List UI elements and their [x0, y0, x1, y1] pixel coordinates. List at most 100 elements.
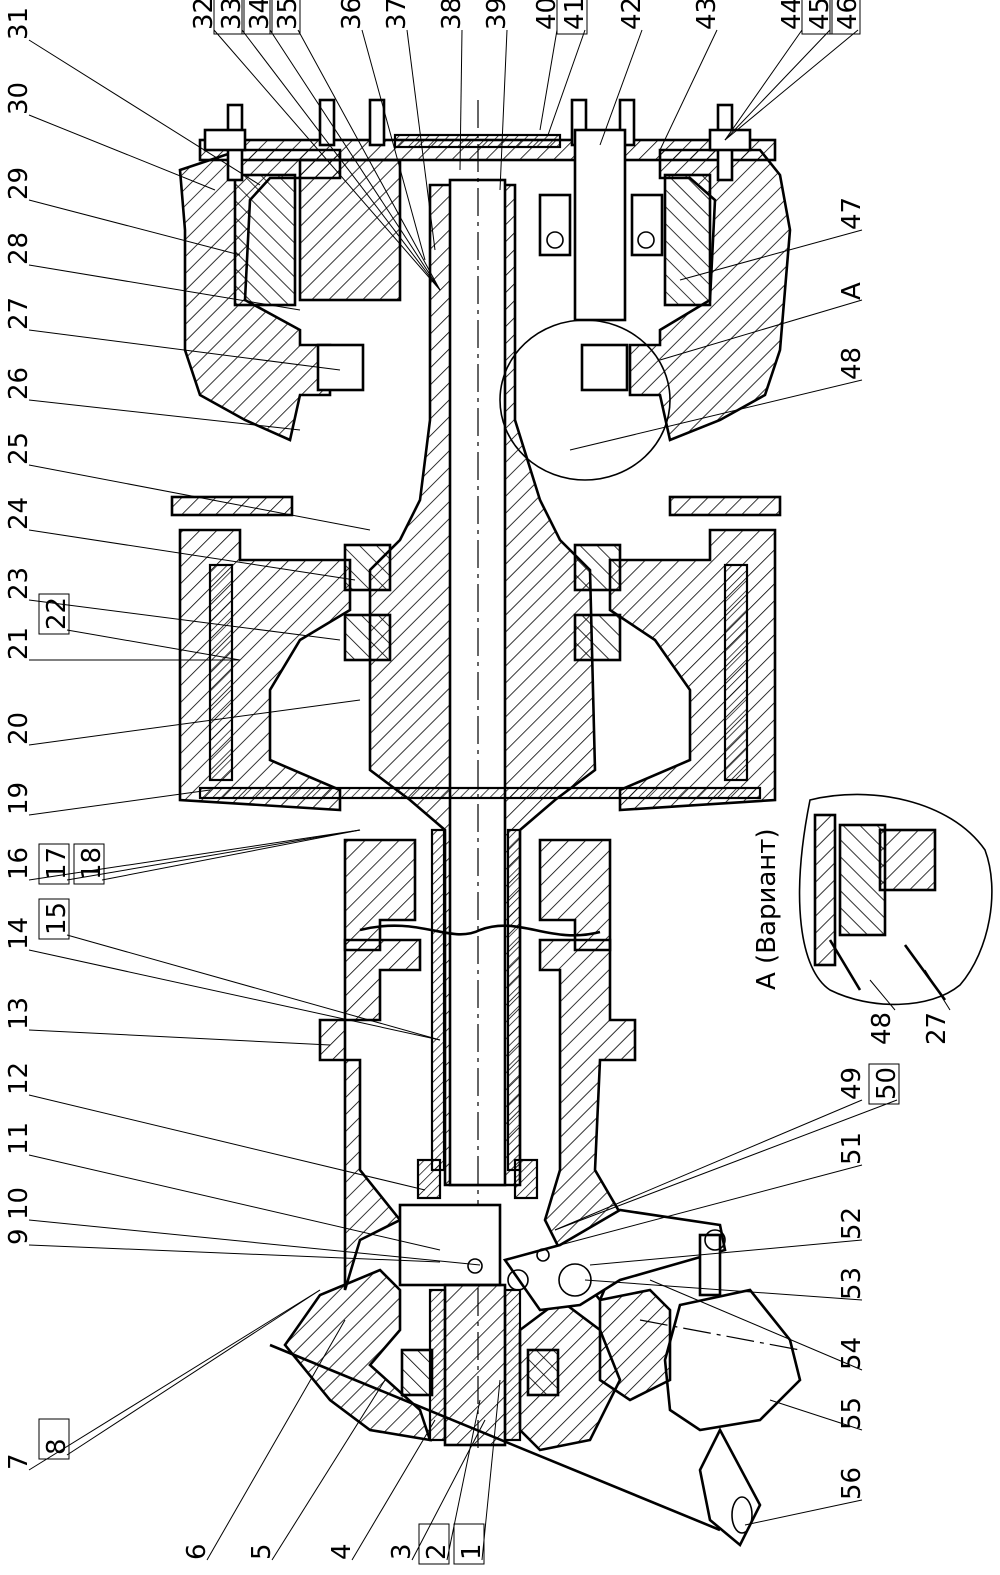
callout-label-54: 54	[837, 1337, 867, 1370]
callout-51: 51	[559, 1132, 867, 1246]
callout-19: 19	[4, 782, 211, 816]
section-edge	[269, 1343, 721, 1532]
callout-label-1: 1	[457, 1543, 487, 1560]
leader-line-18	[101, 829, 361, 881]
callout-43: 43	[659, 0, 722, 151]
callout-box-8	[38, 1418, 70, 1460]
leader-line-42	[599, 29, 643, 146]
leader-line-25	[28, 464, 371, 531]
callout-label-4: 4	[327, 1543, 357, 1560]
callout-label-18: 18	[77, 847, 107, 880]
leader-line-32	[213, 29, 441, 291]
seal-left	[416, 1158, 442, 1200]
callout-label-53: 53	[837, 1267, 867, 1300]
callout-23: 23	[4, 567, 341, 641]
leader-line-39	[499, 29, 508, 191]
callout-27: 27	[4, 297, 341, 371]
callout-label-26: 26	[4, 367, 34, 400]
callout-label-A: A	[837, 282, 867, 300]
callout-label-46: 46	[833, 0, 863, 30]
callout-box-45	[801, 0, 833, 35]
callout-label-14: 14	[4, 917, 34, 950]
leader-line-50	[554, 1099, 898, 1231]
callout-53: 53	[584, 1267, 867, 1301]
leader-line-14	[28, 949, 441, 1041]
leader-line-2	[446, 1399, 481, 1561]
flange-right	[668, 495, 782, 517]
callout-1: 1	[453, 1379, 501, 1565]
callout-box-2	[418, 1523, 450, 1565]
leader-line-41	[547, 29, 586, 136]
leader-line-5	[271, 1379, 386, 1561]
lower-housing	[283, 1268, 432, 1442]
callout-7: 7	[4, 1289, 321, 1471]
leader-line-48	[569, 379, 863, 451]
leader-line-12	[28, 1094, 426, 1191]
callout-8: 8	[38, 1289, 321, 1460]
callout-label-30: 30	[4, 82, 34, 115]
callout-36: 36	[337, 0, 426, 261]
callout-14: 14	[4, 917, 441, 1041]
clevis	[698, 1427, 762, 1548]
callout-3: 3	[387, 1419, 486, 1561]
lever	[502, 1208, 727, 1312]
callout-box-35	[269, 0, 301, 35]
lower-hub	[398, 1203, 502, 1287]
callout-label-41: 41	[560, 0, 590, 30]
friction-lining-left	[208, 563, 234, 782]
callout-label-49: 49	[837, 1067, 867, 1100]
callout-label-48: 48	[837, 347, 867, 380]
callout-label-52: 52	[837, 1207, 867, 1240]
seal-right	[513, 1158, 539, 1200]
callout-label-16: 16	[4, 847, 34, 880]
callout-label-39: 39	[482, 0, 512, 30]
callout-56: 56	[744, 1467, 867, 1526]
callout-54: 54	[649, 1279, 867, 1371]
leader-line-13	[28, 1029, 331, 1046]
bracket	[598, 1288, 672, 1402]
callout-55: 55	[769, 1397, 867, 1431]
callout-label-43: 43	[692, 0, 722, 30]
leader-line-19	[28, 789, 211, 816]
leader-line-56	[744, 1499, 863, 1526]
gear-shaft	[573, 128, 627, 322]
callout-label-24: 24	[4, 497, 34, 530]
hub-housing	[178, 528, 352, 812]
callout-24: 24	[4, 497, 356, 581]
callout-41: 41	[547, 0, 590, 136]
callout-label-6: 6	[182, 1543, 212, 1560]
sleeve-right	[506, 828, 522, 1172]
callout-label-31: 31	[4, 7, 34, 40]
callout-label-56: 56	[837, 1467, 867, 1500]
cover-flange-left	[233, 173, 297, 307]
leader-line-8	[66, 1289, 321, 1456]
leader-line-27	[28, 329, 341, 371]
callout-label-7: 7	[4, 1453, 34, 1470]
leader-line-40	[539, 29, 558, 131]
callout-25: 25	[4, 432, 371, 531]
leader-line-4	[351, 1419, 436, 1561]
detail-a: A (Вариант) 48 27	[752, 793, 993, 1045]
leader-line-49	[554, 1099, 863, 1231]
callout-39: 39	[482, 0, 512, 191]
callout-label-47: 47	[837, 197, 867, 230]
callout-47: 47	[679, 197, 867, 281]
callout-26: 26	[4, 367, 301, 431]
callout-label-5: 5	[247, 1543, 277, 1560]
leader-line-1	[481, 1379, 501, 1561]
callout-label-2: 2	[422, 1543, 452, 1560]
leader-line-46	[724, 29, 859, 141]
shaft-break	[359, 924, 601, 937]
callout-label-51: 51	[837, 1132, 867, 1165]
callout-box-22	[38, 593, 70, 635]
callout-label-29: 29	[4, 167, 34, 200]
callout-label-15: 15	[42, 902, 72, 935]
leader-line-20	[28, 699, 361, 746]
leader-line-24	[28, 529, 356, 581]
callout-18: 18	[73, 829, 361, 885]
lower-shaft-tube-r	[503, 1288, 522, 1442]
callout-15: 15	[38, 898, 441, 1041]
leader-line-33	[241, 29, 441, 291]
callout-50: 50	[554, 1063, 902, 1231]
callout-44: 44	[724, 0, 807, 141]
